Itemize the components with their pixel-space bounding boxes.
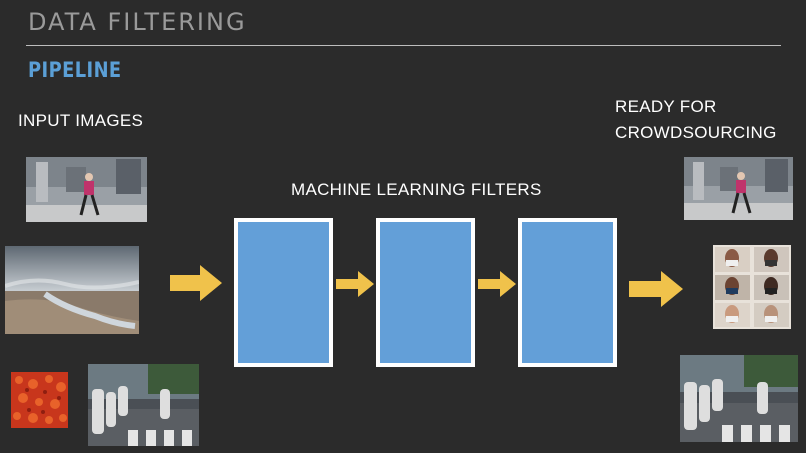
output-image-faces-grid — [713, 245, 791, 329]
arrow-right-icon — [170, 265, 222, 301]
ml-filter-3 — [518, 218, 617, 367]
arrow-right-icon — [629, 271, 683, 307]
ready-label-line2: CROWDSOURCING — [615, 123, 777, 142]
input-image-runner — [26, 157, 147, 222]
input-image-beach — [5, 246, 139, 334]
input-images-label: INPUT IMAGES — [18, 111, 144, 130]
ready-label-line1: READY FOR — [615, 97, 717, 116]
title-divider — [26, 45, 781, 46]
slide-subtitle: PIPELINE — [28, 58, 122, 82]
slide-title: DATA FILTERING — [28, 8, 247, 36]
output-image-crosswalk — [680, 355, 798, 442]
arrow-right-icon — [336, 271, 374, 297]
output-image-runner — [684, 157, 793, 220]
ml-filters-label: MACHINE LEARNING FILTERS — [291, 180, 542, 199]
input-image-texture — [11, 372, 68, 428]
input-image-crosswalk — [88, 364, 199, 446]
ml-filter-2 — [376, 218, 475, 367]
arrow-right-icon — [478, 271, 516, 297]
ml-filter-1 — [234, 218, 333, 367]
